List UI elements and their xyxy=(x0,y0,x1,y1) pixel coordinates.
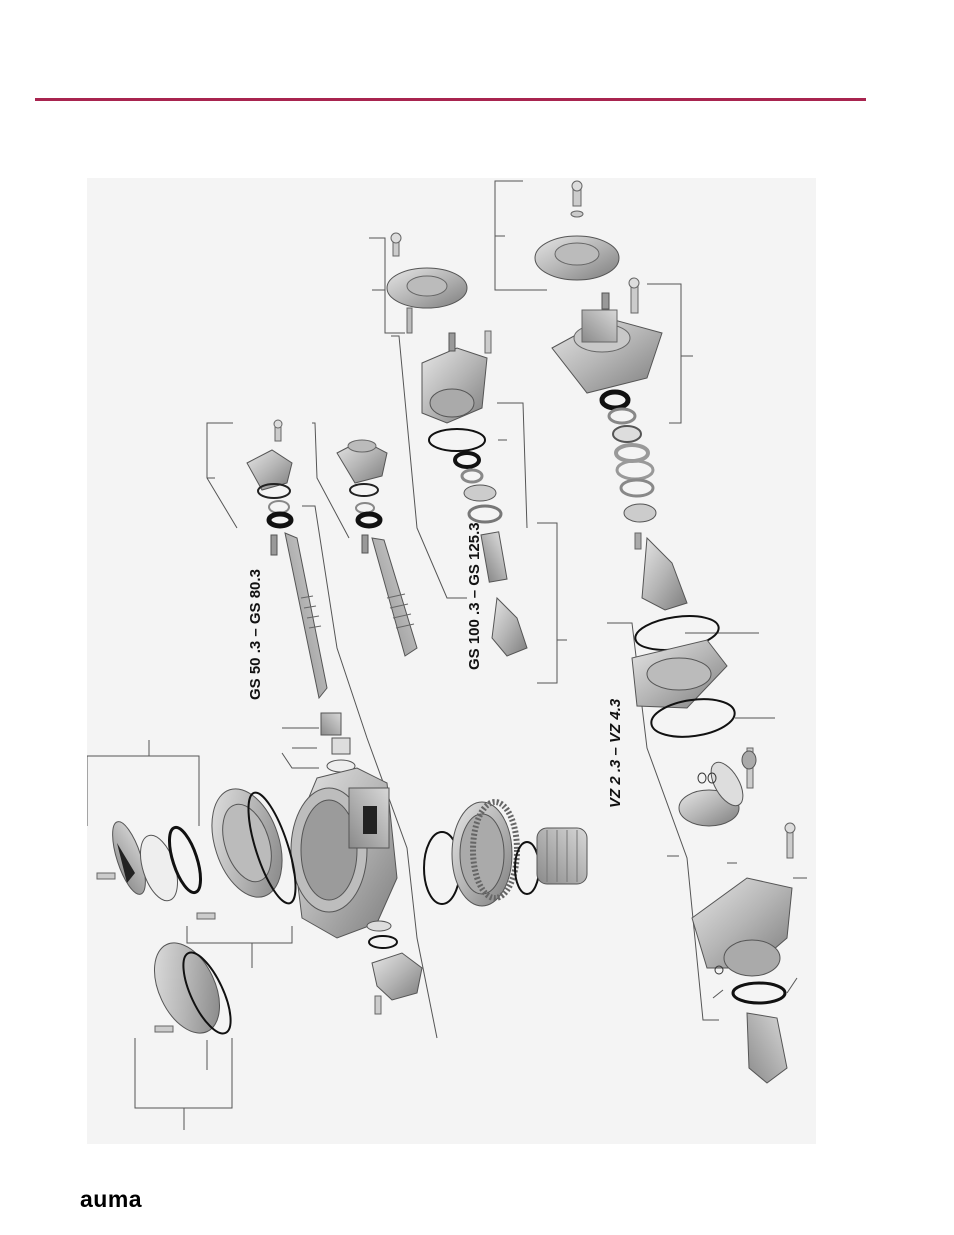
label-gs-100-125: GS 100 .3 – GS 125.3 xyxy=(466,522,483,670)
label-gs-50-80: GS 50 .3 – GS 80.3 xyxy=(247,569,264,700)
middle-small-parts xyxy=(321,713,355,772)
exploded-view-diagram: GS 50 .3 – GS 80.3 GS 100 .3 – GS 125.3 … xyxy=(87,178,816,1144)
end-cover xyxy=(141,933,240,1044)
vz-housing xyxy=(692,823,795,1083)
lower-bearing-cap xyxy=(367,921,422,1014)
mid-worm-shaft xyxy=(337,440,417,656)
top-flange-right xyxy=(535,181,619,280)
main-gear-housing xyxy=(291,768,397,938)
exploded-parts-drawing xyxy=(87,178,816,1144)
vz-gear-cover xyxy=(679,748,756,826)
housing-flange-top xyxy=(552,278,662,393)
right-bearing-stack xyxy=(602,392,687,610)
header-rule xyxy=(35,98,866,101)
left-cover-parts xyxy=(97,780,305,919)
mid-flange-top xyxy=(387,233,467,333)
vz-ring-flange xyxy=(632,611,737,741)
auma-logo: auma xyxy=(80,1186,142,1213)
label-vz-2-4: VZ 2 .3 – VZ 4.3 xyxy=(607,699,624,808)
worm-wheel-and-sleeve xyxy=(424,802,587,906)
